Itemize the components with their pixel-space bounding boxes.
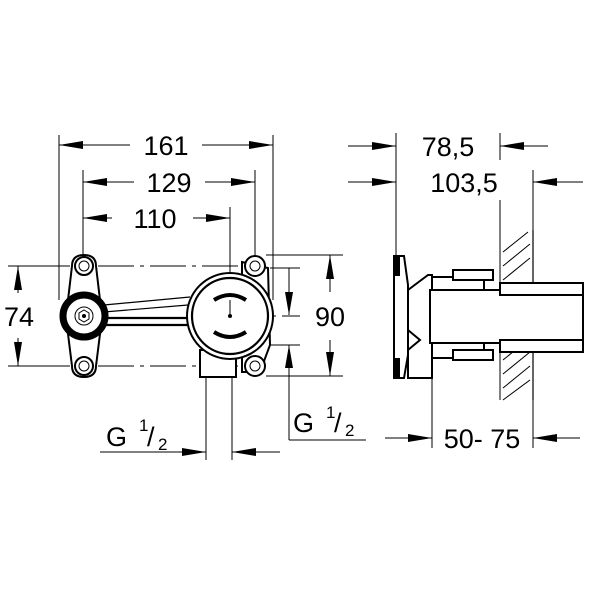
- dim-110-label: 110: [133, 204, 176, 234]
- dim-78-5-label: 78,5: [422, 132, 475, 162]
- thread-left-den: 2: [158, 435, 167, 454]
- thread-label-right: G 1 / 2: [289, 403, 366, 441]
- dimension-129: 129: [83, 168, 255, 198]
- dim-161-label: 161: [143, 131, 188, 161]
- thread-label-left: G 1 / 2: [100, 416, 280, 456]
- front-view: 161 129 110 74: [4, 131, 366, 460]
- dim-50-75-label: 50- 75: [444, 424, 521, 454]
- connecting-arm: [103, 296, 191, 327]
- dim-74-label: 74: [4, 302, 34, 332]
- valve-body: [186, 255, 274, 460]
- valve-side-profile: [393, 255, 584, 379]
- dimension-103-5: 103,5: [348, 168, 583, 198]
- thread-right-slash: /: [334, 408, 342, 438]
- thread-left-num: 1: [139, 416, 148, 435]
- thread-right-base: G: [293, 408, 314, 438]
- dimension-50-75: 50- 75: [385, 424, 580, 454]
- thread-right-den: 2: [345, 421, 354, 440]
- side-view: 78,5 103,5: [348, 132, 584, 454]
- thread-right-num: 1: [326, 403, 335, 422]
- dimension-110: 110: [83, 204, 230, 234]
- dim-90-label: 90: [315, 302, 345, 332]
- dimension-74: 74: [4, 266, 34, 366]
- left-mounting-bracket: [59, 253, 109, 379]
- dimension-90: 90: [315, 255, 345, 376]
- dim-129-label: 129: [146, 168, 191, 198]
- dimension-78-5: 78,5: [348, 132, 548, 162]
- dimension-161: 161: [59, 131, 273, 161]
- thread-left-base: G: [106, 422, 127, 452]
- dim-103-5-label: 103,5: [430, 168, 498, 198]
- thread-left-slash: /: [147, 422, 155, 452]
